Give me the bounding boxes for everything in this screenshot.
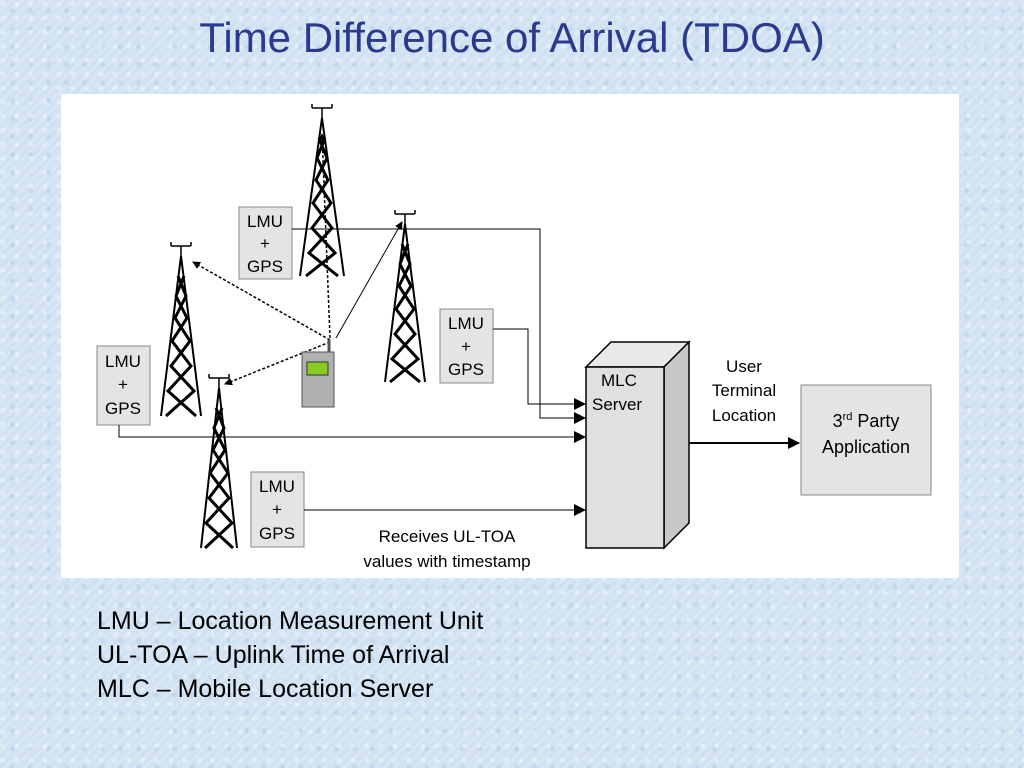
third-party-label: Application	[822, 437, 910, 457]
cell-tower-icon	[200, 374, 238, 550]
glossary-item: LMU – Location Measurement Unit	[97, 607, 484, 635]
cell-tower-icon	[299, 104, 345, 278]
mobile-handset-icon	[301, 340, 335, 408]
output-label: User	[726, 357, 762, 376]
mlc-server: MLC Server	[584, 340, 691, 550]
lmu-box-line: LMU	[247, 212, 283, 231]
lmu-box-line: LMU	[259, 477, 295, 496]
mlc-server-label: MLC	[601, 371, 637, 390]
mlc-server-label: Server	[592, 395, 642, 414]
lmu-box-line: +	[272, 500, 282, 519]
ul-toa-label: values with timestamp	[363, 552, 530, 571]
glossary-item: MLC – Mobile Location Server	[97, 675, 434, 703]
lmu-box: LMU + GPS	[250, 471, 305, 548]
third-party-application-box: 3rd Party Application	[800, 384, 932, 496]
glossary-item: UL-TOA – Uplink Time of Arrival	[97, 641, 450, 669]
lmu-box-line: GPS	[105, 399, 141, 418]
third-party-suffix: Party	[852, 411, 899, 431]
svg-text:3rd Party: 3rd Party	[833, 411, 900, 431]
output-label: Terminal	[712, 381, 776, 400]
cell-tower-icon	[160, 242, 202, 418]
tdoa-diagram: LMU + GPS LMU + GPS LMU + GPS LMU + GPS …	[61, 94, 959, 578]
lmu-box-line: GPS	[448, 360, 484, 379]
glossary: LMU – Location Measurement Unit UL-TOA –…	[97, 604, 483, 706]
lmu-box-line: LMU	[105, 352, 141, 371]
tdoa-diagram-svg: LMU + GPS LMU + GPS LMU + GPS LMU + GPS …	[96, 104, 932, 571]
lmu-box-line: +	[118, 375, 128, 394]
lmu-box-line: GPS	[259, 524, 295, 543]
slide-title: Time Difference of Arrival (TDOA)	[199, 14, 825, 61]
lmu-box-line: GPS	[247, 257, 283, 276]
connector-lines	[118, 228, 586, 516]
third-party-prefix: 3	[833, 411, 843, 431]
signal-paths	[192, 133, 331, 386]
lmu-box: LMU + GPS	[96, 345, 151, 426]
lmu-box-line: +	[461, 337, 471, 356]
lmu-box: LMU + GPS	[238, 206, 293, 280]
cell-tower-icon	[384, 210, 426, 384]
ul-toa-label: Receives UL-TOA	[379, 527, 516, 546]
lmu-box: LMU + GPS	[439, 308, 494, 384]
lmu-box-line: LMU	[448, 314, 484, 333]
third-party-superscript: rd	[843, 411, 853, 423]
lmu-box-line: +	[260, 234, 270, 253]
output-label: Location	[712, 406, 776, 425]
